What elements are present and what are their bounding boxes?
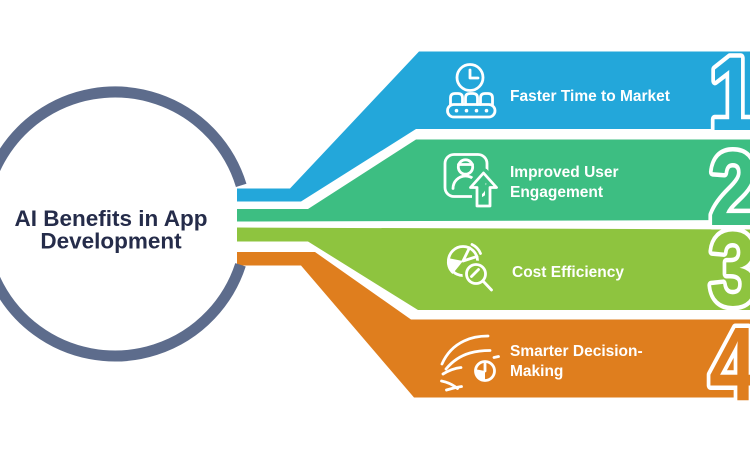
benefit-label-2-line2: Engagement: [510, 184, 603, 201]
benefit-ribbon-1: [237, 51, 750, 202]
clock-conveyor-icon: [446, 63, 497, 119]
infographic-title-line2: Development: [40, 229, 182, 254]
infographic-title-line1: AI Benefits in App: [15, 206, 208, 231]
decision-flow-clock-icon: [440, 334, 500, 392]
benefit-number-2: 2: [709, 131, 750, 248]
benefit-number-4: 4: [709, 306, 750, 423]
benefit-label-3: Cost Efficiency: [512, 264, 624, 281]
benefit-label-4-line1: Smarter Decision-: [510, 343, 643, 360]
benefit-item-3: Cost Efficiency 3: [446, 207, 750, 332]
benefit-label-2-line1: Improved User: [510, 164, 619, 181]
benefit-number-3: 3: [709, 211, 750, 328]
benefit-ribbon-4: [237, 252, 750, 398]
benefit-ribbon-3: [237, 227, 750, 310]
benefit-item-1: Faster Time to Market 1: [446, 32, 750, 157]
benefit-label-4-line2: Making: [510, 363, 563, 380]
hub-circle-ring: [0, 86, 247, 362]
benefit-label-1: Faster Time to Market: [510, 88, 670, 105]
benefit-number-1: 1: [709, 36, 750, 153]
pie-chart-magnifier-icon: [446, 243, 493, 292]
benefit-item-4: Smarter Decision- Making 4: [440, 302, 750, 427]
benefit-item-2: Improved User Engagement 2: [443, 127, 750, 252]
user-growth-icon: [443, 153, 502, 211]
